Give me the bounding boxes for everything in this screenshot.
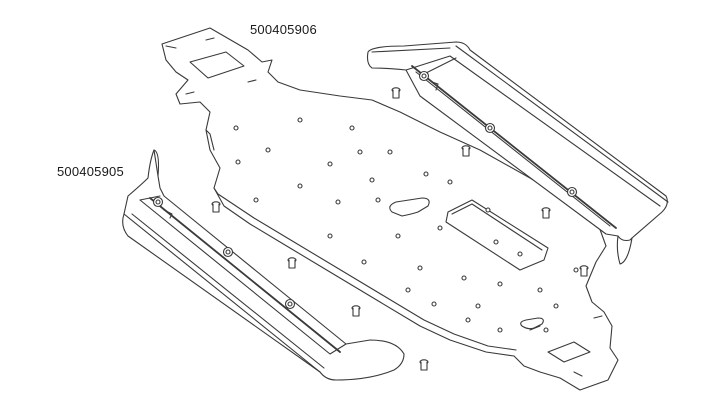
screw bbox=[461, 145, 471, 157]
left-guard-screws bbox=[152, 196, 296, 310]
screw bbox=[419, 359, 429, 371]
right-guard-rail bbox=[411, 65, 617, 229]
chassis-plate-edge bbox=[213, 187, 517, 351]
right-guard-tab bbox=[431, 81, 439, 91]
part-number-label-left: 500405905 bbox=[57, 164, 124, 179]
right-guard-end-cap bbox=[617, 235, 633, 242]
left-guard-inner-wall bbox=[139, 199, 347, 355]
screw bbox=[211, 201, 221, 213]
left-guard-body bbox=[122, 149, 405, 381]
right-guard-inner-floor bbox=[415, 57, 611, 227]
right-guard-screws bbox=[418, 70, 578, 198]
right-guard-inner-wall bbox=[405, 55, 661, 207]
chassis-plate bbox=[161, 27, 619, 391]
plate-holes bbox=[233, 117, 579, 333]
left-guard-rim bbox=[123, 149, 321, 373]
battery-cutout-inner bbox=[451, 203, 543, 251]
left-guard-rail bbox=[149, 197, 341, 353]
right-side-guard bbox=[366, 41, 669, 265]
rear-tab-window bbox=[547, 341, 591, 363]
part-number-label-top: 500405906 bbox=[250, 22, 317, 37]
rear-slot bbox=[520, 317, 544, 330]
center-slot bbox=[389, 197, 430, 217]
front-tab-window bbox=[189, 51, 245, 79]
screw bbox=[287, 257, 297, 269]
screw bbox=[541, 207, 551, 219]
front-tab-detail bbox=[165, 37, 257, 95]
loose-screws bbox=[211, 87, 589, 371]
screw bbox=[351, 305, 361, 317]
right-guard-rim bbox=[371, 45, 669, 203]
battery-cutout bbox=[445, 199, 549, 271]
left-guard-tab bbox=[163, 209, 173, 219]
screw bbox=[579, 265, 589, 277]
left-side-guard bbox=[122, 149, 405, 381]
screw bbox=[391, 87, 401, 99]
chassis-plate-edge-rear bbox=[205, 129, 215, 151]
